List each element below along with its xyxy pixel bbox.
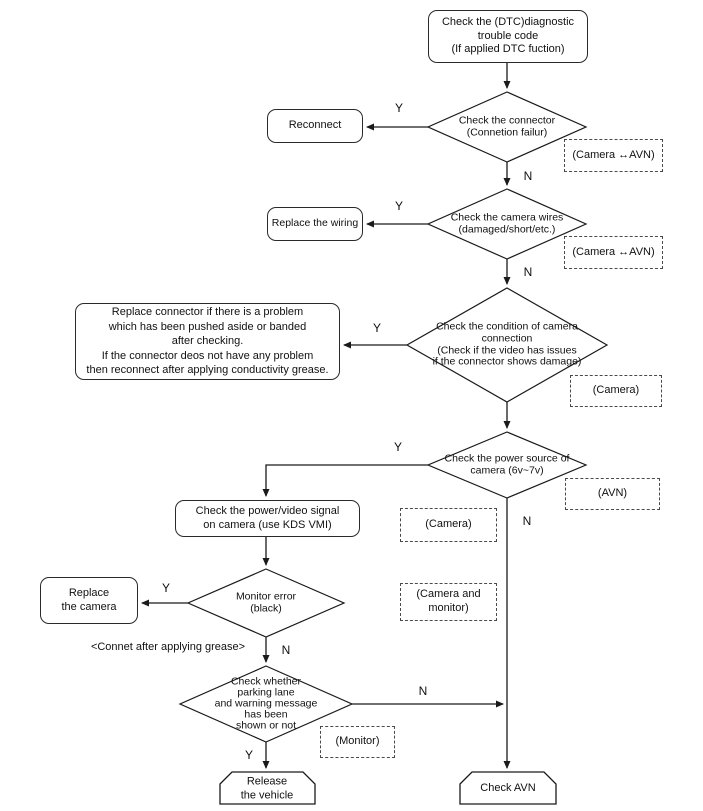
yes-label-connector: Y: [394, 101, 404, 115]
release-vehicle-label: Release the vehicle: [240, 775, 294, 802]
diamond-check-connector-label: Check the connector (Connetion failur): [458, 114, 556, 139]
diamond-check-connector-shape: [426, 91, 588, 163]
diamond-check-camera-wires-shape: [426, 188, 588, 260]
no-label-connector: N: [523, 169, 533, 183]
no-label-wires: N: [523, 265, 533, 279]
diamond-check-camera-wires-label: Check the camera wires (damaged/short/et…: [450, 211, 564, 236]
terminator-check-avn-shape: [459, 771, 557, 805]
replace-connector-advice-box: Replace connector if there is a problem …: [75, 303, 340, 380]
arrow-power-yes-to-kds: [262, 464, 428, 497]
diamond-check-condition-shape: [405, 287, 609, 403]
yes-label-monitor-error: Y: [161, 581, 171, 595]
diamond-parking-lane-shape: [178, 665, 354, 743]
diamond-parking-lane-label: Check whether parking lane and warning m…: [214, 675, 318, 732]
start-check-dtc-box: Check the (DTC)diagnostic trouble code (…: [428, 10, 588, 63]
diamond-check-power-source-label: Check the power source of camera (6v~7v): [444, 452, 570, 477]
yes-label-condition: Y: [372, 321, 382, 335]
tag-camera-monitor: (Camera and monitor): [400, 583, 497, 621]
tag-camera-avn-1: (Camera ↔AVN): [564, 139, 663, 172]
no-label-parking: N: [418, 684, 428, 698]
tag-camera-2: (Camera): [400, 508, 497, 542]
diamond-check-condition-label: Check the condition of camera connection…: [432, 320, 582, 368]
tag-monitor: (Monitor): [320, 726, 395, 758]
check-avn-label: Check AVN: [480, 781, 536, 794]
terminator-release-vehicle-shape: [219, 771, 316, 805]
diamond-monitor-error-label: Monitor error (black): [235, 590, 297, 615]
replace-camera-box: Replace the camera: [40, 577, 138, 624]
no-label-monitor-error: N: [281, 643, 291, 657]
replace-wiring-box: Replace the wiring: [267, 207, 363, 241]
yes-label-wires: Y: [394, 199, 404, 213]
check-power-video-box: Check the power/video signal on camera (…: [175, 500, 360, 537]
tag-camera-avn-2: (Camera ↔AVN): [564, 236, 663, 269]
tag-camera-1: (Camera): [570, 375, 662, 407]
reconnect-box: Reconnect: [267, 109, 363, 143]
no-label-power: N: [522, 514, 532, 528]
diamond-monitor-error-shape: [186, 568, 346, 638]
yes-label-power: Y: [393, 440, 403, 454]
tag-avn: (AVN): [565, 478, 660, 510]
grease-note: <Connet after applying grease>: [90, 641, 246, 653]
yes-label-parking: Y: [244, 748, 254, 762]
diamond-check-power-source-shape: [426, 431, 588, 499]
